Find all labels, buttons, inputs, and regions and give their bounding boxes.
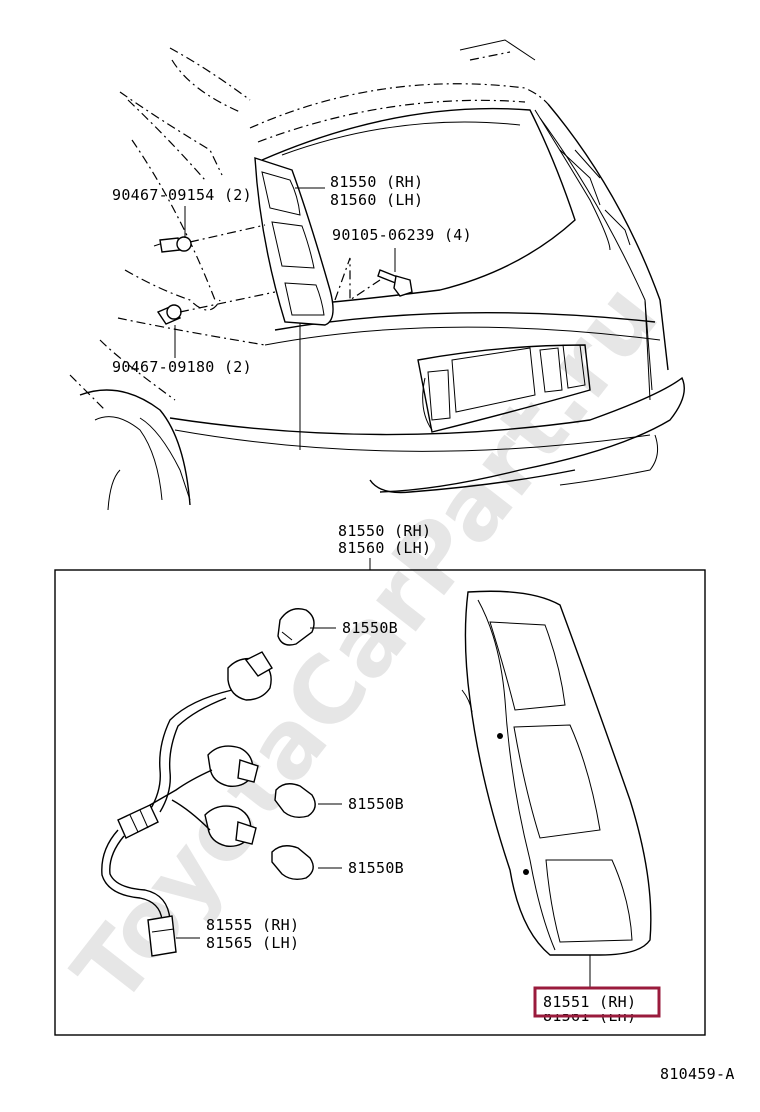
label-socket-lh: 81565 (LH) [206, 934, 299, 952]
socket-wire-assembly[interactable] [101, 651, 273, 957]
label-lamp-top-rh: 81550 (RH) [330, 173, 423, 191]
diagram-id: 810459-A [660, 1065, 735, 1083]
label-clip-lower: 90467-09180 (2) [112, 358, 252, 376]
label-lamp-assy-rh: 81550 (RH) [338, 522, 431, 540]
detail-box [54, 569, 706, 1036]
clip-upper[interactable] [153, 236, 192, 253]
label-bulb-2: 81550B [348, 795, 404, 813]
screw[interactable] [377, 269, 413, 297]
bulb-1[interactable] [277, 608, 336, 646]
label-lamp-top-lh: 81560 (LH) [330, 191, 423, 209]
label-bulb-3: 81550B [348, 859, 404, 877]
label-lens-rh[interactable]: 81551 (RH) [543, 993, 636, 1011]
label-clip-upper: 90467-09154 (2) [112, 186, 252, 204]
label-lamp-assy-lh: 81560 (LH) [338, 539, 431, 557]
label-socket-rh: 81555 (RH) [206, 916, 299, 934]
highlight-box [533, 986, 661, 1018]
bulb-2[interactable] [274, 783, 342, 819]
clip-lower[interactable] [156, 304, 182, 325]
vehicle-rear-illustration [69, 39, 685, 511]
label-screw: 90105-06239 (4) [332, 226, 472, 244]
bulb-3[interactable] [271, 845, 342, 881]
label-bulb-1: 81550B [342, 619, 398, 637]
lamp-lens-body[interactable] [461, 590, 652, 988]
installed-lamp[interactable] [254, 157, 334, 326]
